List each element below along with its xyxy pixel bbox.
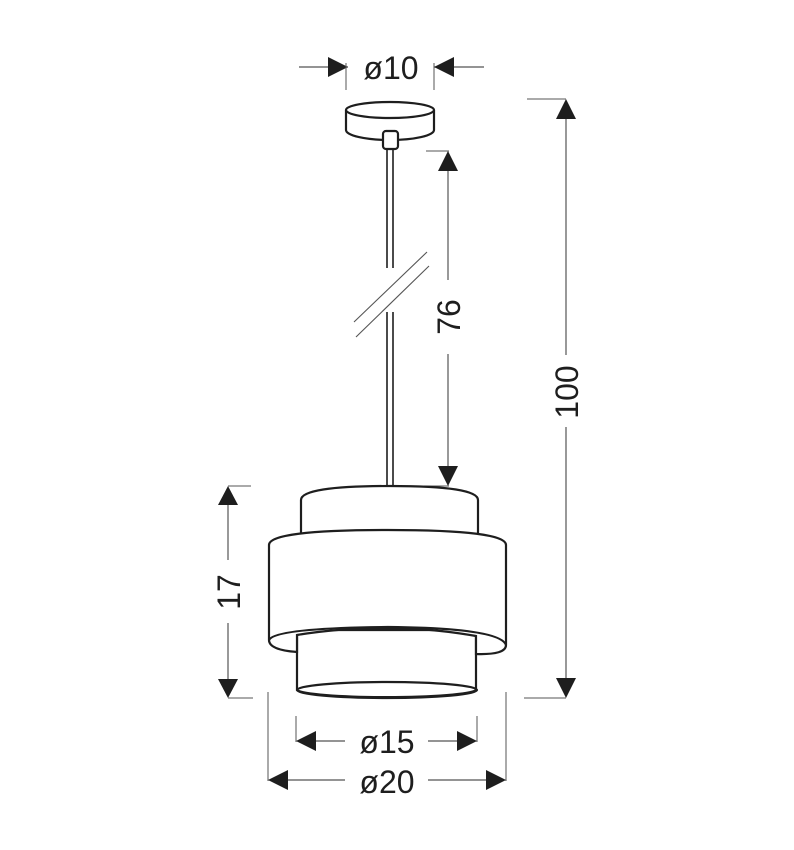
total-height-dimension: 100 [524, 98, 585, 699]
shade-height-label: 17 [211, 574, 247, 610]
outer-shade-diameter-dimension: ø20 [267, 692, 507, 800]
cable-break-mark [353, 251, 430, 338]
inner-shade-diameter-label: ø15 [359, 724, 414, 760]
shade-height-dimension: 17 [211, 485, 253, 699]
suspension-cable [386, 149, 394, 486]
ceiling-canopy [344, 100, 436, 151]
canopy-diameter-label: ø10 [363, 50, 418, 86]
lamp-shade [267, 484, 508, 700]
cable-length-dimension: 76 [424, 150, 467, 487]
total-height-label: 100 [549, 365, 585, 418]
inner-shade-diameter-dimension: ø15 [295, 716, 478, 760]
outer-shade-diameter-label: ø20 [359, 764, 414, 800]
canopy-diameter-dimension: ø10 [299, 50, 484, 90]
cable-length-label: 76 [431, 299, 467, 335]
